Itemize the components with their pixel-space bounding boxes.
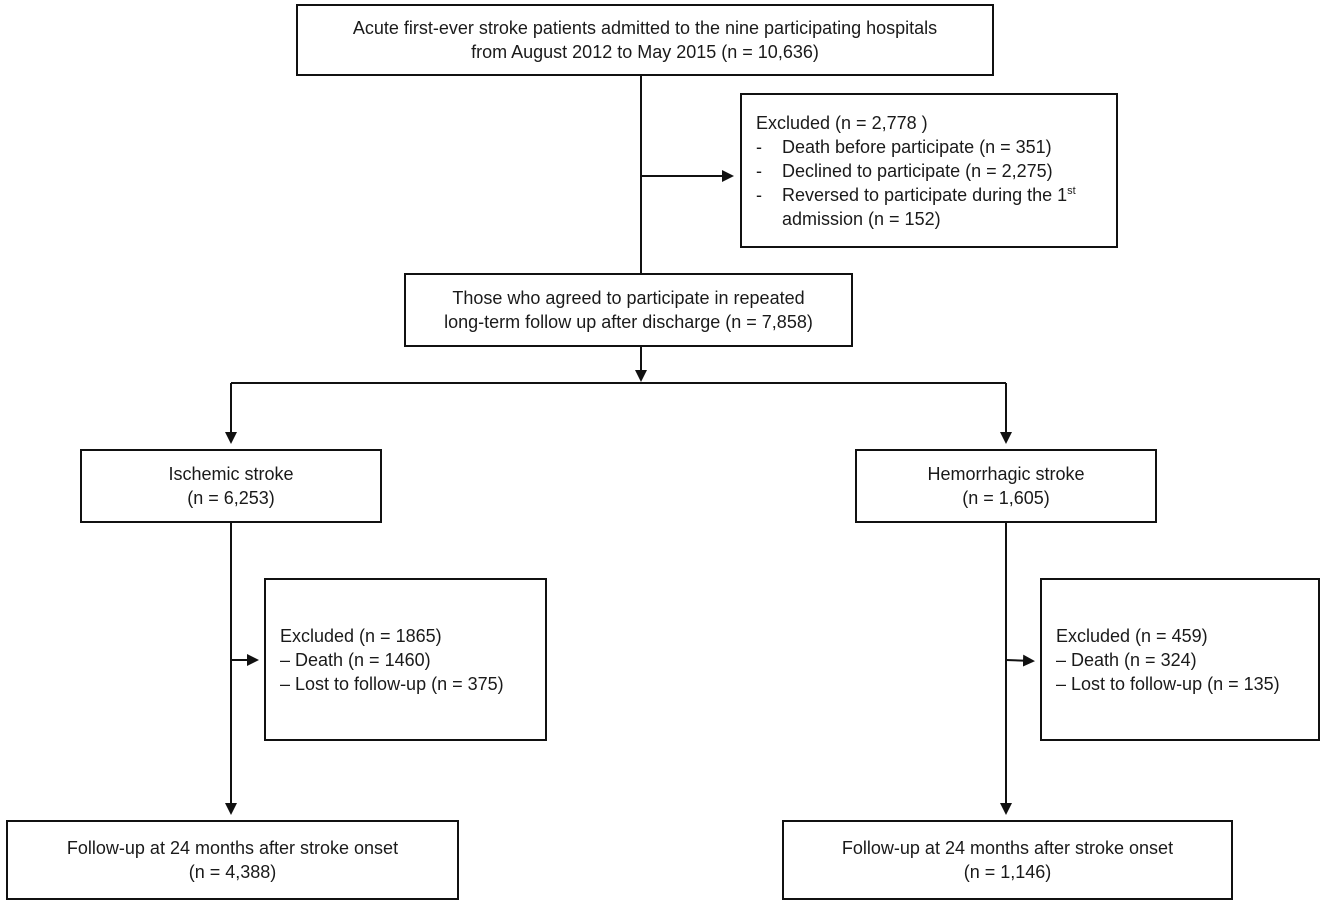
excluded-initial-item: -Reversed to participate during the 1st xyxy=(756,183,1116,207)
ischemic-excluded-item: – Death (n = 1460) xyxy=(280,649,431,670)
bullet-dash: - xyxy=(756,136,762,157)
enrollment-line-2: from August 2012 to May 2015 (n = 10,636… xyxy=(471,42,819,62)
hemorrhagic-line-1: Hemorrhagic stroke xyxy=(927,464,1085,484)
ischemic-excluded-box: Excluded (n = 1865) – Death (n = 1460) –… xyxy=(264,578,547,741)
hemorrhagic-line-2: (n = 1,605) xyxy=(962,488,1050,508)
ischemic-excluded-item: – Lost to follow-up (n = 375) xyxy=(280,673,504,694)
enrollment-line-1: Acute first-ever stroke patients admitte… xyxy=(352,18,938,38)
excluded-initial-item: -Declined to participate (n = 2,275) xyxy=(756,159,1116,183)
ischemic-followup-line-1: Follow-up at 24 months after stroke onse… xyxy=(66,838,399,858)
agreed-box: Those who agreed to participate in repea… xyxy=(404,273,853,347)
ischemic-line-1: Ischemic stroke xyxy=(168,464,294,484)
hemorrhagic-followup-line-2: (n = 1,146) xyxy=(963,862,1052,882)
hemorrhagic-followup-line-1: Follow-up at 24 months after stroke onse… xyxy=(841,838,1174,858)
hemorrhagic-excluded-header: Excluded (n = 459) xyxy=(1056,625,1208,646)
agreed-line-1: Those who agreed to participate in repea… xyxy=(452,288,805,308)
ischemic-stroke-box: Ischemic stroke (n = 6,253) xyxy=(80,449,382,523)
bullet-dash: - xyxy=(756,160,762,181)
ischemic-followup-line-2: (n = 4,388) xyxy=(188,862,277,882)
agreed-line-2: long-term follow up after discharge (n =… xyxy=(444,312,813,332)
ischemic-followup-box: Follow-up at 24 months after stroke onse… xyxy=(6,820,459,900)
superscript: st xyxy=(1067,184,1076,197)
enrollment-box: Acute first-ever stroke patients admitte… xyxy=(296,4,994,76)
hemorrhagic-excluded-item: – Death (n = 324) xyxy=(1056,649,1197,670)
ischemic-excluded-header: Excluded (n = 1865) xyxy=(280,625,442,646)
excluded-initial-box: Excluded (n = 2,778 ) -Death before part… xyxy=(740,93,1118,248)
excluded-initial-item-text: Death before participate (n = 351) xyxy=(782,136,1052,157)
bullet-dash: - xyxy=(756,184,762,205)
excluded-initial-item-text: Declined to participate (n = 2,275) xyxy=(782,160,1053,181)
hemorrhagic-excluded-box: Excluded (n = 459) – Death (n = 324) – L… xyxy=(1040,578,1320,741)
hemorrhagic-stroke-box: Hemorrhagic stroke (n = 1,605) xyxy=(855,449,1157,523)
ischemic-line-2: (n = 6,253) xyxy=(187,488,275,508)
excluded-initial-header: Excluded (n = 2,778 ) xyxy=(756,112,928,133)
excluded-initial-item-continuation: admission (n = 152) xyxy=(782,208,941,229)
hemorrhagic-followup-box: Follow-up at 24 months after stroke onse… xyxy=(782,820,1233,900)
excluded-initial-item: -Death before participate (n = 351) xyxy=(756,135,1116,159)
excluded-initial-item-text: Reversed to participate during the 1 xyxy=(782,184,1068,205)
hemorrhagic-excluded-item: – Lost to follow-up (n = 135) xyxy=(1056,673,1280,694)
arrow-hemorrhagic-to-excluded xyxy=(1005,654,1035,667)
